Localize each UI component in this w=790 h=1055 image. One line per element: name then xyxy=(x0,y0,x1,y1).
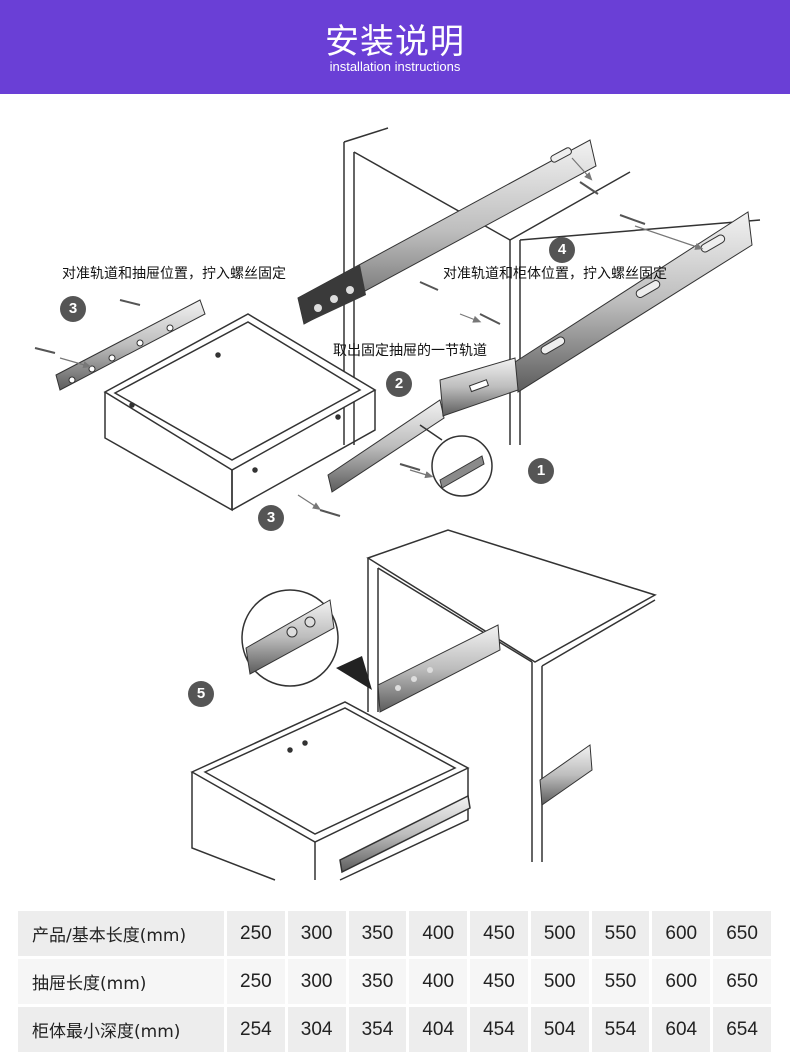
table-cell: 350 xyxy=(347,911,410,959)
detail-circle-release xyxy=(419,424,493,497)
table-cell: 300 xyxy=(286,957,349,1007)
label-align-cabinet: 对准轨道和柜体位置，拧入螺丝固定 xyxy=(443,266,667,282)
step-badge-1: 1 xyxy=(528,458,554,484)
table-cell: 550 xyxy=(590,957,653,1007)
table-row: 柜体最小深度(mm) 254 304 354 404 454 504 554 6… xyxy=(18,1005,774,1055)
table-cell: 304 xyxy=(286,1005,349,1055)
inner-rail xyxy=(327,357,519,493)
step-badge-5: 5 xyxy=(188,681,214,707)
table-cell: 650 xyxy=(711,911,774,959)
table-row: 抽屉长度(mm) 250 300 350 400 450 500 550 600… xyxy=(18,957,774,1007)
cabinet-rail-left xyxy=(297,139,597,325)
top-cabinet xyxy=(343,127,761,445)
drawer-box-bottom xyxy=(190,701,471,881)
cabinet-rail-bottom xyxy=(377,624,593,806)
table-cell: 400 xyxy=(407,911,471,959)
table-cell: 554 xyxy=(590,1005,653,1055)
row-header: 柜体最小深度(mm) xyxy=(18,1005,227,1055)
table-cell: 454 xyxy=(468,1005,531,1055)
header-banner: 安装说明 installation instructions xyxy=(0,0,790,94)
table-cell: 500 xyxy=(529,911,592,959)
table-cell: 354 xyxy=(347,1005,410,1055)
label-remove-rail: 取出固定抽屉的一节轨道 xyxy=(333,343,487,359)
step-badge-4: 4 xyxy=(549,237,575,263)
table-row: 产品/基本长度(mm) 250 300 350 400 450 500 550 … xyxy=(18,911,774,959)
table-cell: 550 xyxy=(590,911,653,959)
bottom-cabinet xyxy=(366,529,657,862)
row-header: 产品/基本长度(mm) xyxy=(18,911,227,959)
table-cell: 350 xyxy=(347,957,410,1007)
table-cell: 600 xyxy=(650,957,714,1007)
table-cell: 450 xyxy=(468,911,531,959)
drawer-rail xyxy=(55,299,206,391)
table-cell: 504 xyxy=(529,1005,592,1055)
arrows-top xyxy=(59,157,704,510)
table-cell: 254 xyxy=(225,1005,288,1055)
page-subtitle: installation instructions xyxy=(329,59,461,74)
installation-diagram xyxy=(34,127,761,881)
table-cell: 650 xyxy=(711,957,774,1007)
row-header: 抽屉长度(mm) xyxy=(18,957,227,1007)
detail-circle-install xyxy=(241,589,372,690)
table-cell: 600 xyxy=(650,911,714,959)
drawer-box xyxy=(103,313,377,512)
screws-top xyxy=(34,181,646,517)
spec-table: 产品/基本长度(mm) 250 300 350 400 450 500 550 … xyxy=(18,911,774,1055)
step-badge-2: 2 xyxy=(386,371,412,397)
table-cell: 404 xyxy=(407,1005,471,1055)
table-cell: 500 xyxy=(529,957,592,1007)
table-cell: 450 xyxy=(468,957,531,1007)
step-badge-3-left: 3 xyxy=(60,296,86,322)
table-cell: 250 xyxy=(225,911,288,959)
table-cell: 300 xyxy=(286,911,349,959)
page-title: 安装说明 xyxy=(325,22,465,62)
table-cell: 604 xyxy=(650,1005,714,1055)
table-cell: 250 xyxy=(225,957,288,1007)
label-align-drawer: 对准轨道和抽屉位置，拧入螺丝固定 xyxy=(62,266,286,282)
cabinet-rail-right xyxy=(514,211,753,393)
table-cell: 654 xyxy=(711,1005,774,1055)
table-cell: 400 xyxy=(407,957,471,1007)
step-badge-3-bottom: 3 xyxy=(258,505,284,531)
